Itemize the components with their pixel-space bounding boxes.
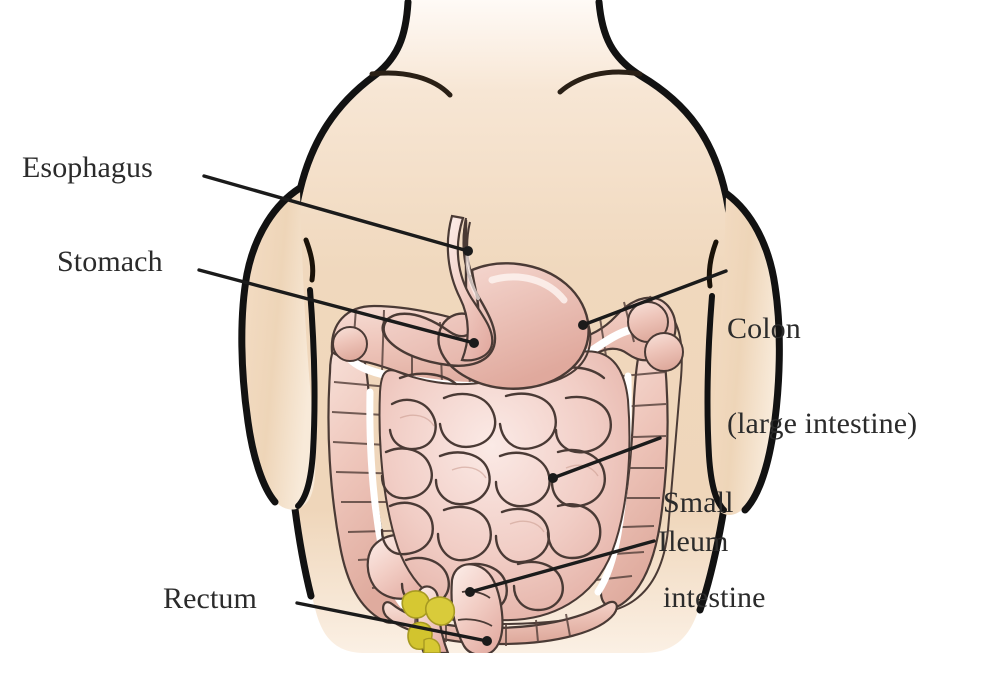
leader-dots (463, 246, 588, 646)
leader-dot-rectum (482, 636, 492, 646)
colon-flexures (332, 301, 684, 372)
left-arm (238, 184, 318, 510)
neck-right-outline (595, 0, 730, 200)
leader-line-rectum (295, 601, 489, 643)
clavicle-right (557, 69, 643, 95)
leader-dot-esophagus (463, 246, 473, 256)
label-small-intestine: Small intestine (663, 423, 766, 677)
label-esophagus: Esophagus (22, 151, 153, 184)
label-colon-line-1: Colon (727, 311, 801, 345)
label-colon: Colon (large intestine) (727, 249, 917, 503)
label-ileum: Ileum (658, 525, 729, 558)
leader-dot-stomach (469, 338, 479, 348)
label-small-intestine-line-2: intestine (663, 580, 766, 614)
leader-line-small-intestine (551, 436, 662, 480)
leader-line-colon (581, 269, 728, 327)
leader-line-esophagus (202, 174, 470, 253)
leader-dot-colon (578, 320, 588, 330)
small-intestine (378, 350, 631, 622)
armpit-fold-right (706, 239, 719, 289)
anatomy-illustration (197, 0, 783, 653)
label-small-intestine-line-1: Small (663, 485, 734, 519)
label-colon-line-2: (large intestine) (727, 406, 918, 440)
label-stomach: Stomach (57, 245, 163, 278)
leader-dot-ileum (465, 587, 475, 597)
clavicle-left (369, 70, 453, 98)
armpit-fold-left (303, 237, 316, 283)
leader-line-ileum (468, 539, 656, 594)
anatomy-figure: Esophagus Stomach Colon (large intestine… (22, 0, 918, 653)
stomach (381, 214, 592, 390)
right-arm (704, 190, 783, 515)
leader-dot-small-intestine (548, 473, 558, 483)
label-rectum: Rectum (163, 582, 257, 615)
leader-lines (197, 174, 728, 643)
leader-line-stomach (197, 268, 476, 345)
